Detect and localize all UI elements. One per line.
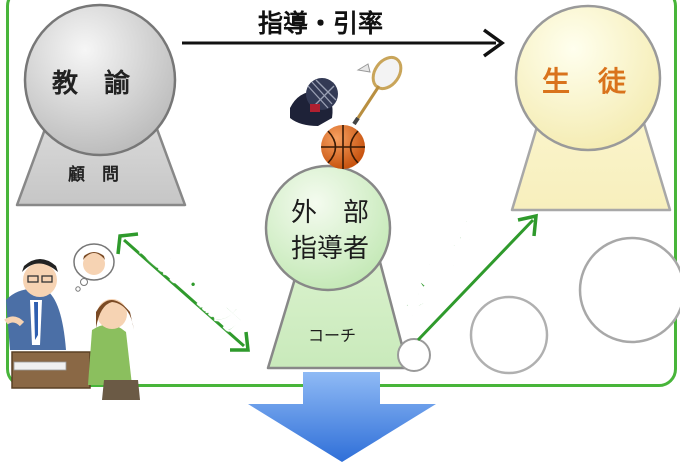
- deco-circle-large: [578, 236, 680, 344]
- meeting-people-illustration: [4, 243, 140, 400]
- student-title: 生 徒: [542, 65, 627, 98]
- teacher-role: 顧 問: [68, 165, 119, 185]
- basketball-icon: [321, 125, 365, 169]
- top-arrow-label: 指導・引率: [258, 9, 384, 38]
- student-figure: [510, 4, 672, 212]
- kendo-helmet-icon: [290, 78, 338, 126]
- badminton-racket-icon: [352, 55, 403, 126]
- teacher-figure: [15, 3, 187, 207]
- deco-circle-small: [397, 338, 431, 372]
- down-arrow-icon: [248, 372, 436, 462]
- coach-figure: [264, 164, 410, 370]
- coach-title-line1: 外 部: [290, 198, 369, 228]
- deco-circle-medium: [469, 295, 549, 375]
- teacher-title: 教 諭: [52, 69, 131, 99]
- top-arrow: [182, 28, 505, 58]
- coach-role: コーチ: [308, 326, 357, 345]
- coach-title-line2: 指導者: [290, 234, 369, 264]
- right-link-arrow: [416, 213, 538, 342]
- left-link-arrow: [116, 232, 250, 352]
